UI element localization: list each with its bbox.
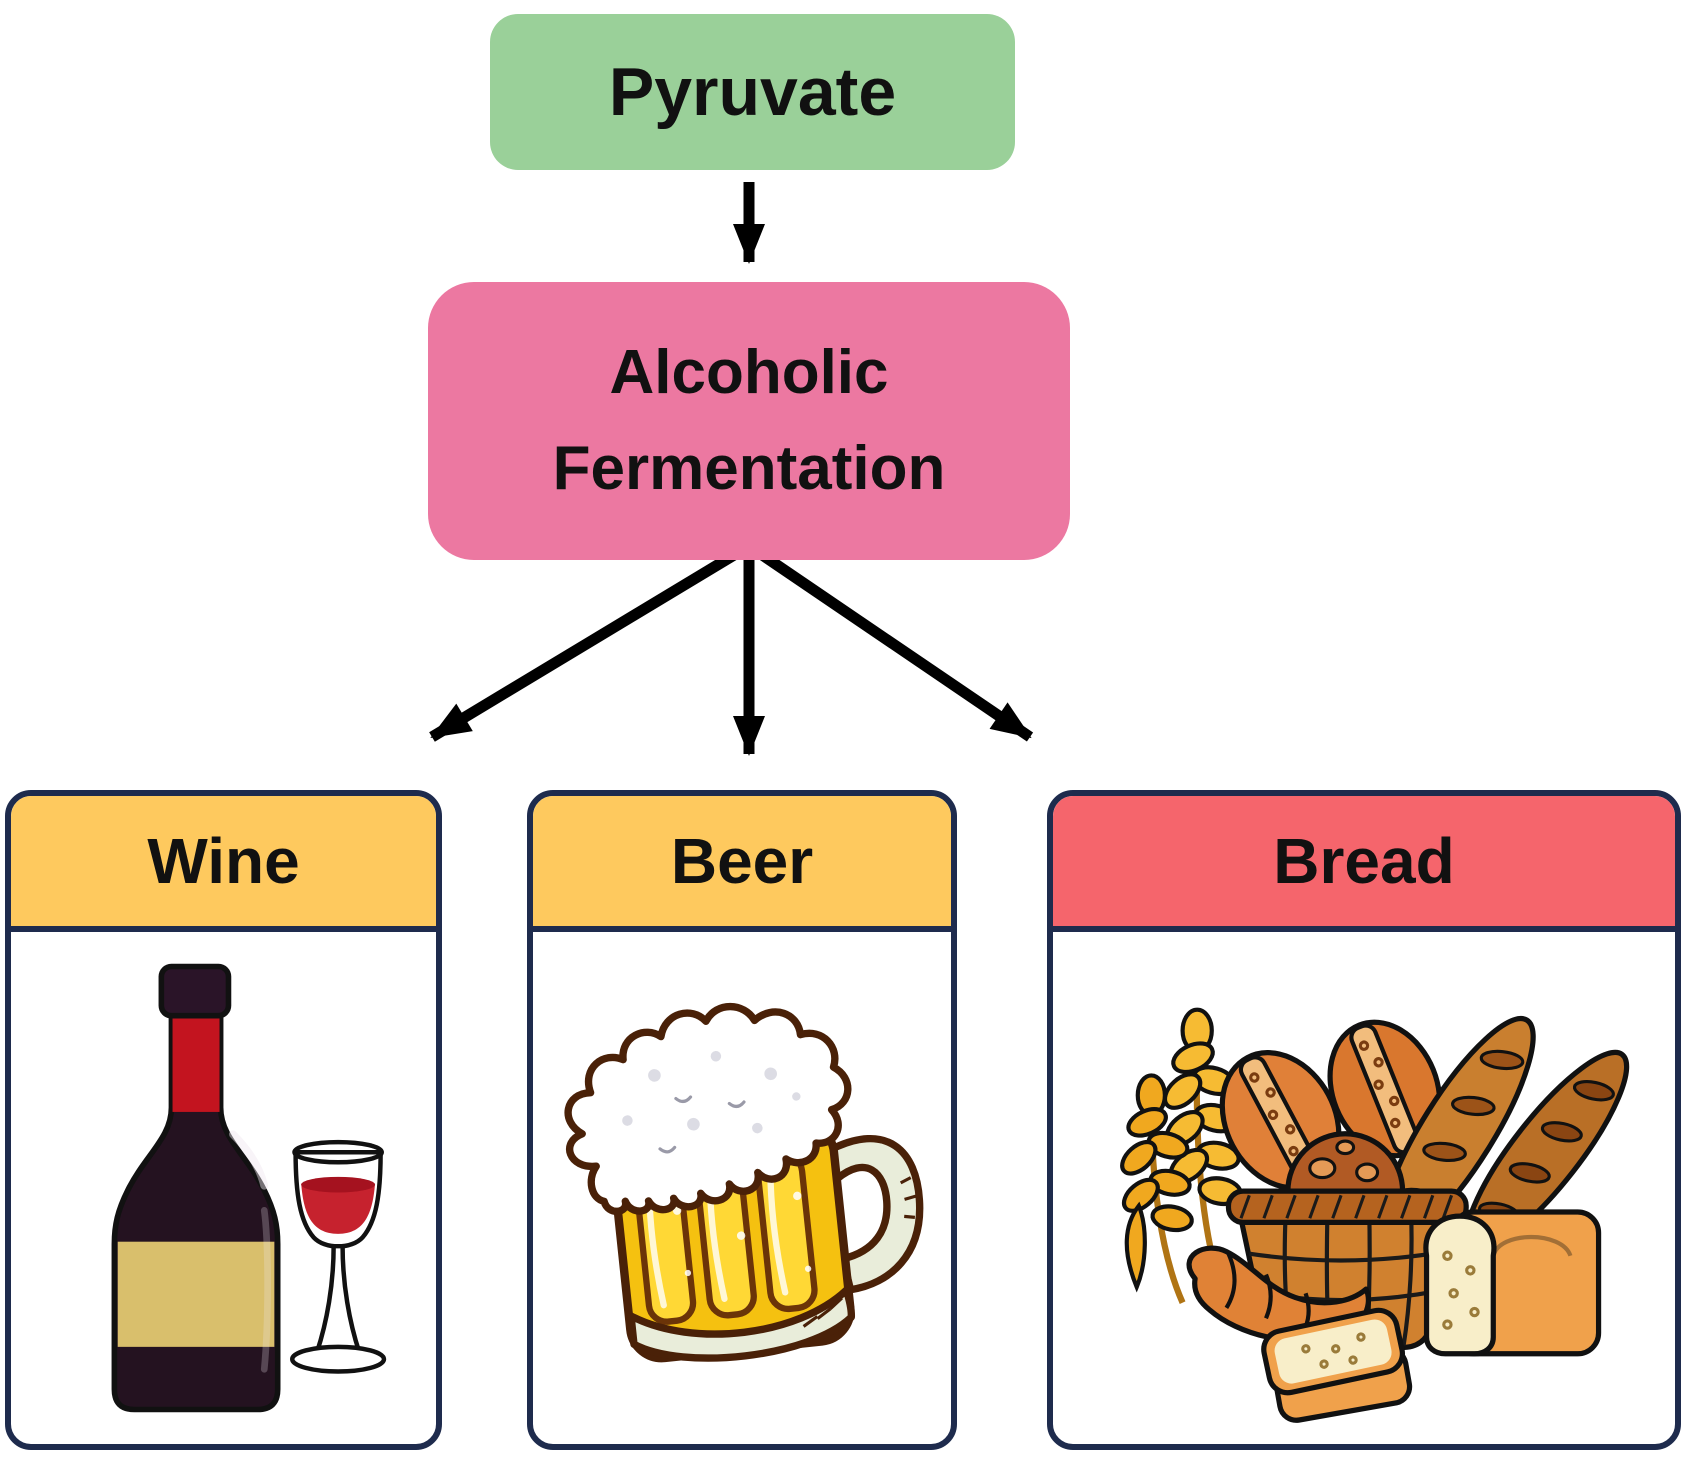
beer-card-header: Beer [533,796,951,932]
beer-card-body [533,932,951,1444]
wine-card-header: Wine [11,796,436,932]
bread-card-header: Bread [1053,796,1675,932]
fermentation-label-line2: Fermentation [552,434,946,503]
wine-card: Wine [5,790,442,1450]
bread-basket-icon [1120,1007,1630,1423]
bread-card-body [1053,932,1675,1444]
alcoholic-fermentation-node: Alcoholic Fermentation [428,282,1070,560]
wine-bottle-and-glass-icon [111,963,386,1413]
beer-card: Beer [527,790,957,1450]
pyruvate-label: Pyruvate [608,54,897,130]
fermentation-label-line1: Alcoholic [609,338,889,407]
beer-mug-with-foam-icon [564,1003,924,1363]
beer-label: Beer [670,825,814,897]
arrow-fermentation-to-wine [429,541,752,742]
pyruvate-node: Pyruvate [490,14,1015,170]
bread-card: Bread [1047,790,1681,1450]
wine-card-body [11,932,436,1444]
wine-label: Wine [147,825,300,897]
arrow-fermentation-to-bread [745,541,1034,742]
bread-label: Bread [1273,825,1455,897]
